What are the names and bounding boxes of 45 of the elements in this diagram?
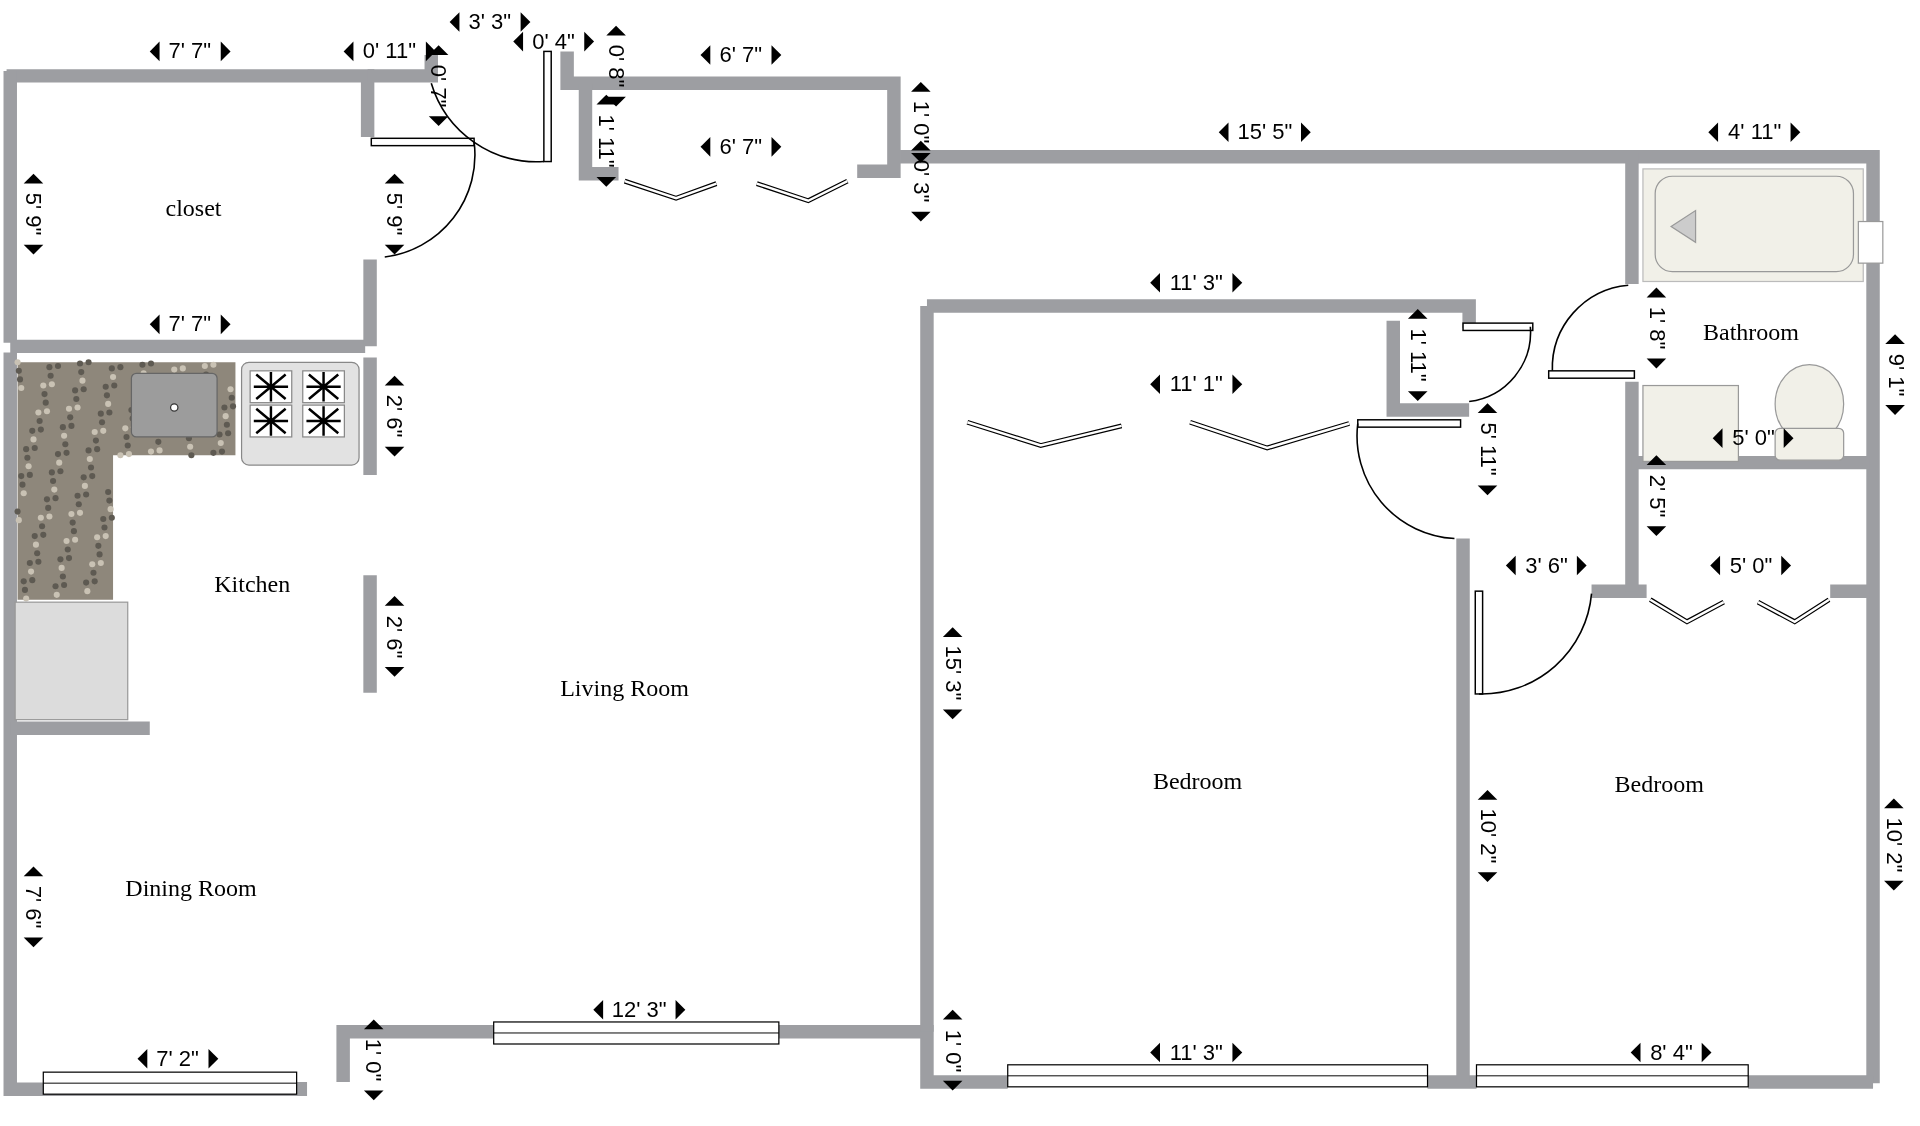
dimension-label: 0' 7"	[427, 64, 450, 107]
dimension-label: 11' 3"	[1169, 271, 1223, 294]
dimension-label: 1' 0"	[941, 1029, 964, 1072]
dimension-label: 5' 11"	[1476, 422, 1499, 476]
room-label: Kitchen	[214, 570, 291, 598]
dimension-label: 6' 7"	[719, 44, 763, 67]
dimension-label: 3' 6"	[1525, 554, 1568, 577]
dimension-label: 2' 5"	[1645, 474, 1668, 518]
dimension-label: 1' 11"	[1406, 328, 1429, 382]
dimension-label: 1' 8"	[1645, 306, 1668, 350]
dimension-label: 1' 11"	[595, 114, 618, 168]
dimension-label: 10' 2"	[1476, 808, 1499, 864]
dimension-label: 0' 8"	[604, 44, 627, 88]
dimension-label: 6' 7"	[719, 135, 763, 158]
dimension-label: 0' 3"	[909, 159, 932, 203]
dimension-label: 12' 3"	[611, 999, 667, 1022]
dimension-label: 10' 2"	[1883, 817, 1906, 873]
dimension-label: 15' 5"	[1237, 121, 1293, 144]
dimension-label: 1' 0"	[909, 101, 932, 144]
room-label: Dining Room	[125, 874, 257, 902]
dimension-label: 4' 11"	[1728, 121, 1782, 144]
dimension-label: 5' 0"	[1732, 427, 1775, 450]
room-label: Bedroom	[1614, 770, 1704, 798]
room-label: closet	[165, 194, 222, 222]
dimension-label: 7' 7"	[168, 313, 212, 336]
dimension-label: 7' 6"	[22, 886, 45, 929]
dimension-label: 5' 0"	[1729, 554, 1773, 577]
dimension-label: 2' 6"	[383, 395, 406, 438]
dimension-label: 3' 3"	[468, 11, 512, 34]
dimension-label: 5' 9"	[22, 193, 45, 236]
dimension-label: 15' 3"	[941, 646, 964, 701]
dimension-label: 7' 7"	[168, 40, 212, 63]
dimension-label: 11' 1"	[1169, 373, 1223, 396]
dimension-label: 7' 2"	[156, 1048, 199, 1071]
dimension-label: 8' 4"	[1650, 1042, 1693, 1065]
dimension-label: 0' 4"	[532, 30, 575, 53]
dimension-label: 2' 6"	[383, 615, 406, 659]
room-label: Bathroom	[1703, 318, 1799, 346]
dimension-label: 9' 1"	[1884, 353, 1907, 396]
dimension-label: 1' 0"	[362, 1039, 385, 1082]
dimension-label: 11' 3"	[1169, 1042, 1223, 1065]
dimension-label: 0' 11"	[362, 40, 416, 63]
dimension-label: 5' 9"	[383, 193, 406, 236]
room-label: Bedroom	[1152, 767, 1243, 795]
room-label: Living Room	[560, 674, 689, 702]
